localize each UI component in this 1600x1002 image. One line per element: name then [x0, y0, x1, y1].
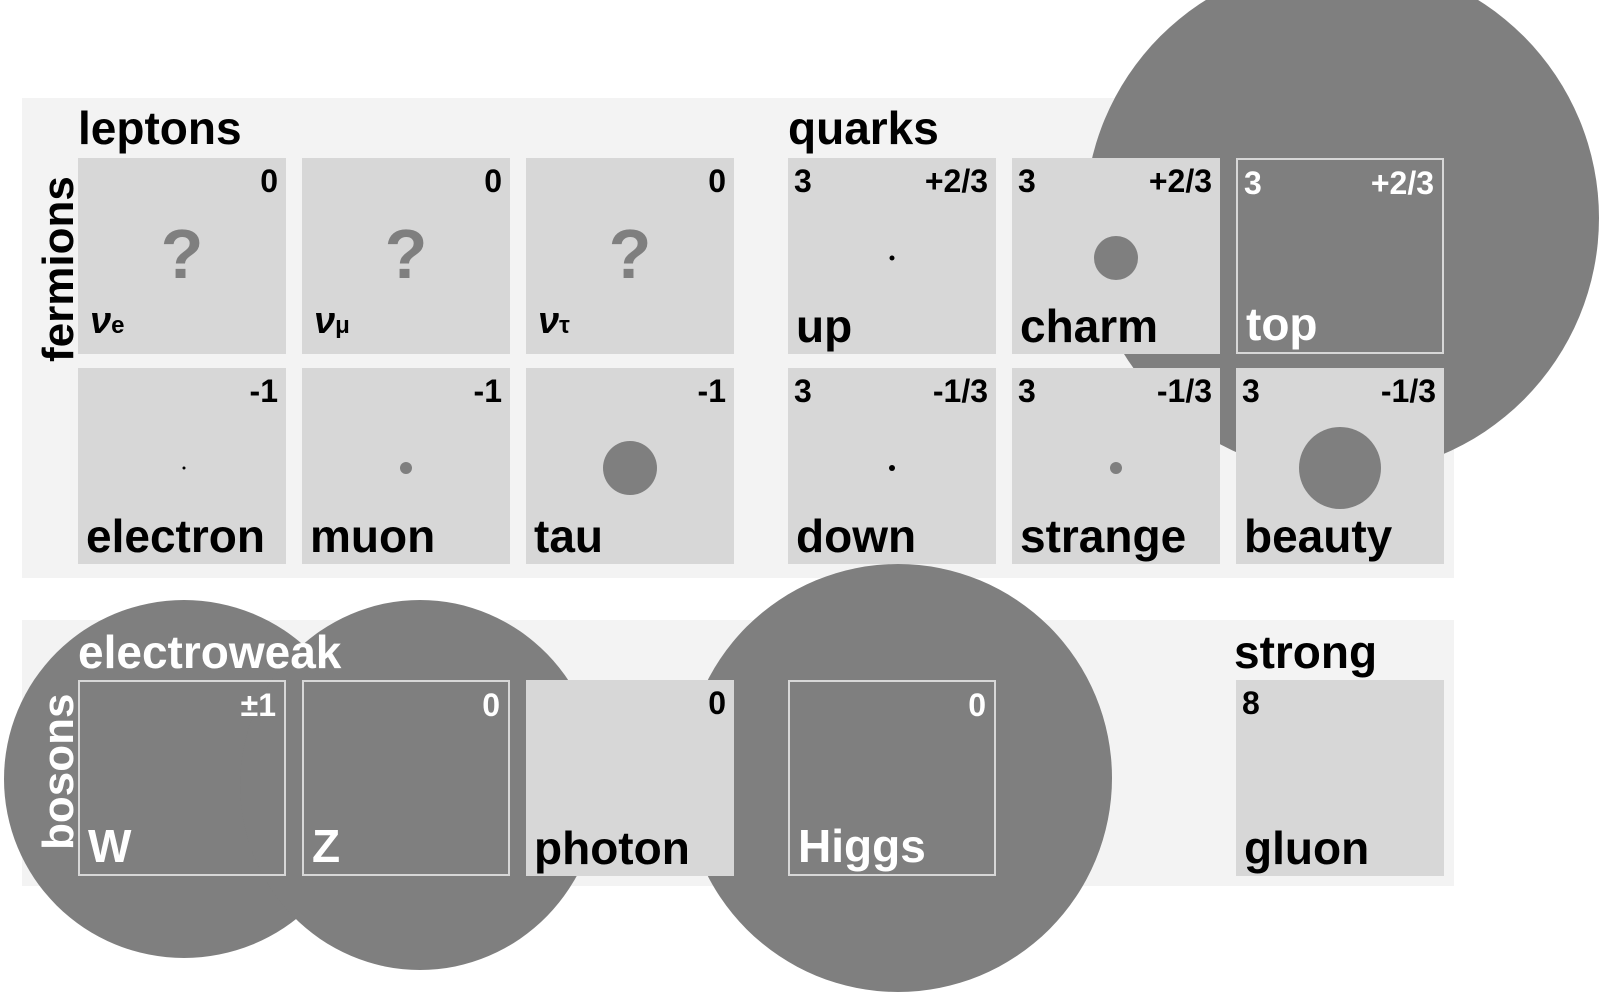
color-count: 3 — [1018, 373, 1036, 409]
higgs-mass-circle — [684, 564, 1112, 992]
unknown-mass-mark: ? — [160, 215, 204, 293]
charge-label: ±1 — [240, 687, 276, 723]
mass-dot — [1110, 462, 1122, 474]
particle-symbol: ντ — [538, 300, 570, 342]
charge-label: -1 — [249, 373, 278, 409]
particle-name: photon — [534, 822, 690, 874]
charge-label: -1/3 — [1156, 373, 1212, 409]
w-boson-cell: ±1 W — [78, 680, 286, 876]
color-count: 3 — [1018, 163, 1036, 199]
charge-label: 0 — [708, 163, 726, 199]
particle-name: Z — [312, 820, 341, 872]
mass-dot — [400, 462, 412, 474]
electroweak-label: electroweak — [78, 626, 342, 678]
muon-neutrino-cell: 0 ? νμ — [302, 158, 510, 354]
charge-label: -1 — [697, 373, 726, 409]
particle-symbol: νμ — [314, 300, 350, 342]
muon-cell: -1 muon — [302, 368, 510, 564]
leptons-label: leptons — [78, 102, 242, 154]
particle-name: W — [88, 820, 132, 872]
charge-label: +2/3 — [1148, 163, 1212, 199]
particle-name: Higgs — [798, 820, 926, 872]
charge-label: 0 — [708, 685, 726, 721]
mass-dot — [603, 441, 657, 495]
down-cell: 3 -1/3 down — [788, 368, 996, 564]
particle-name: strange — [1020, 510, 1187, 562]
charge-label: -1 — [473, 373, 502, 409]
color-count: 8 — [1242, 685, 1260, 721]
tau-neutrino-cell: 0 ? ντ — [526, 158, 734, 354]
mass-dot — [889, 255, 895, 261]
charm-cell: 3 +2/3 charm — [1012, 158, 1220, 354]
particle-name: charm — [1020, 300, 1159, 352]
bosons-label: bosons — [34, 693, 83, 850]
charge-label: 0 — [482, 687, 500, 723]
particle-name: tau — [534, 510, 603, 562]
unknown-mass-mark: ? — [608, 215, 652, 293]
mass-dot — [1094, 236, 1138, 280]
photon-cell: 0 photon — [526, 680, 734, 876]
mass-dot — [1299, 427, 1381, 509]
mass-dot — [182, 466, 186, 470]
beauty-cell: 3 -1/3 beauty — [1236, 368, 1444, 564]
color-count: 3 — [1242, 373, 1260, 409]
top-cell: 3 +2/3 top — [1236, 158, 1444, 354]
particle-name: gluon — [1244, 822, 1370, 874]
color-count: 3 — [794, 373, 812, 409]
particle-name: electron — [86, 510, 265, 562]
quarks-label: quarks — [788, 102, 939, 154]
charge-label: 0 — [260, 163, 278, 199]
higgs-cell: 0 Higgs — [788, 680, 996, 876]
tau-cell: -1 tau — [526, 368, 734, 564]
up-cell: 3 +2/3 up — [788, 158, 996, 354]
electron-cell: -1 electron — [78, 368, 286, 564]
z-boson-cell: 0 Z — [302, 680, 510, 876]
unknown-mass-mark: ? — [384, 215, 428, 293]
strong-label: strong — [1234, 626, 1378, 678]
charge-label: 0 — [968, 687, 986, 723]
color-count: 3 — [794, 163, 812, 199]
gluon-cell: 8 gluon — [1236, 680, 1444, 876]
mass-dot — [889, 465, 895, 471]
fermions-label: fermions — [34, 176, 83, 362]
charge-label: -1/3 — [932, 373, 988, 409]
electron-neutrino-cell: 0 ? νe — [78, 158, 286, 354]
charge-label: +2/3 — [924, 163, 988, 199]
particle-name: muon — [310, 510, 436, 562]
particle-name: top — [1246, 298, 1318, 350]
charge-label: +2/3 — [1370, 165, 1434, 201]
particle-name: beauty — [1244, 510, 1393, 562]
particle-symbol: νe — [90, 300, 125, 342]
charge-label: 0 — [484, 163, 502, 199]
strange-cell: 3 -1/3 strange — [1012, 368, 1220, 564]
color-count: 3 — [1244, 165, 1262, 201]
particle-name: up — [796, 300, 853, 352]
charge-label: -1/3 — [1380, 373, 1436, 409]
particle-name: down — [796, 510, 917, 562]
